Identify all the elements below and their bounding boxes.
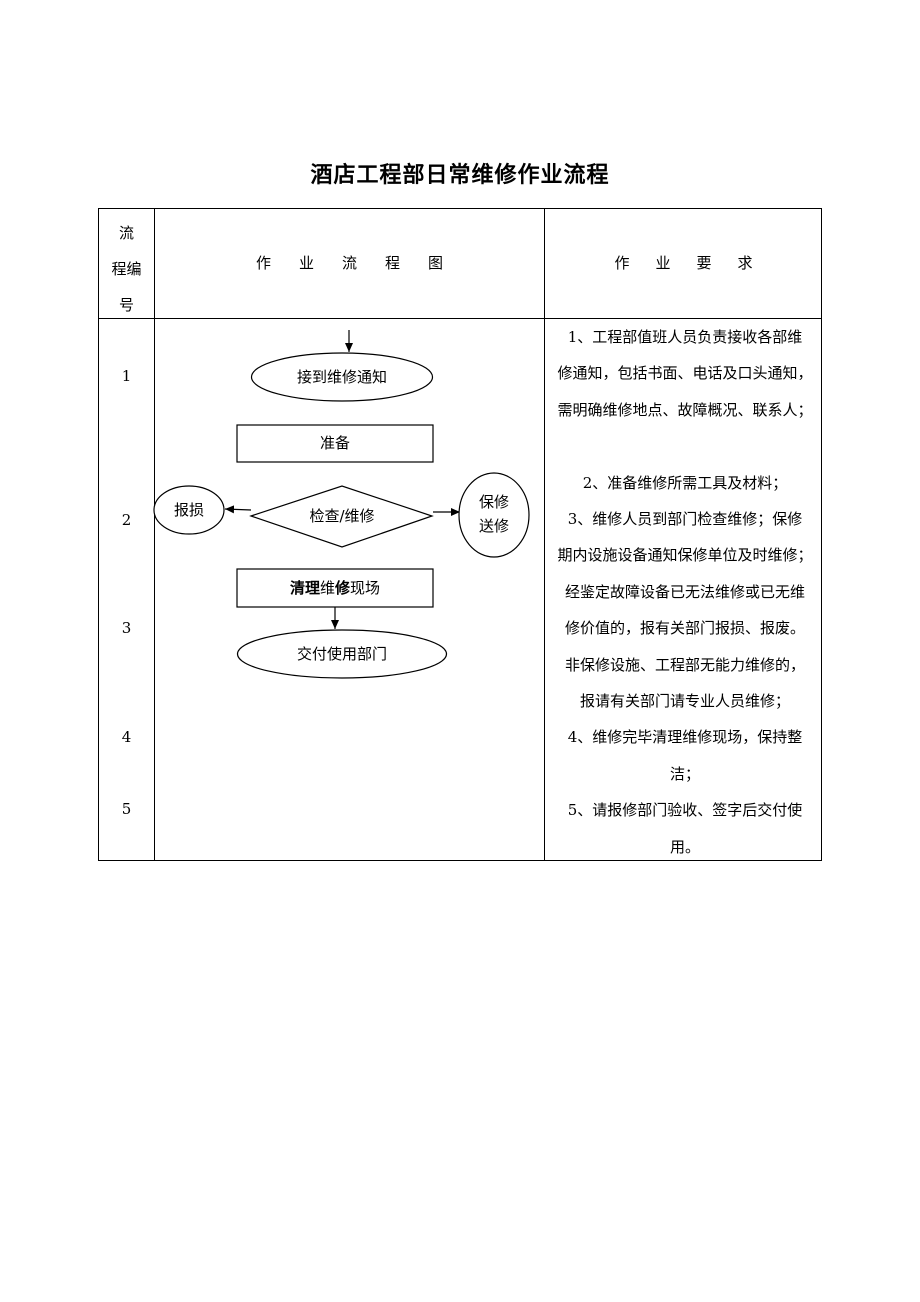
- prepare-node: [236, 424, 434, 463]
- report-loss-node: [153, 485, 225, 535]
- header-number-line: 号: [118, 296, 134, 314]
- clean-site-label: 清理维修现场: [290, 579, 380, 597]
- receive-notice-node: [250, 352, 434, 402]
- inspect-repair-node: [249, 485, 434, 548]
- requirement-line: 报请有关部门请专业人员维修；: [579, 692, 790, 711]
- step-number: 3: [121, 619, 132, 637]
- header-flowchart: 作业流程图: [255, 254, 471, 272]
- step-number: 5: [121, 800, 132, 818]
- clean-site-node: [236, 568, 434, 608]
- column-divider: [544, 209, 545, 860]
- requirement-line: 经鉴定故障设备已无法维修或已无维: [564, 582, 805, 601]
- requirement-line: 修通知，包括书面、电话及口头通知，: [557, 364, 813, 383]
- warranty-label-line1: 保修: [479, 493, 509, 511]
- process-table: 流 程编 号 作业流程图 作业要求 1 2 3 4 5 1、工程部值班人员负责接…: [98, 208, 822, 861]
- requirement-line: 需明确维修地点、故障概况、联系人；: [557, 400, 813, 419]
- header-requirements: 作业要求: [614, 254, 779, 272]
- step-number: 2: [121, 511, 132, 529]
- requirement-line: 非保修设施、工程部无能力维修的，: [564, 655, 805, 674]
- arrow-to-report-loss: [224, 505, 252, 514]
- warranty-repair-node: [458, 472, 530, 558]
- deliver-node: [236, 629, 448, 679]
- requirement-line: 用。: [669, 837, 700, 856]
- page-title: 酒店工程部日常维修作业流程: [310, 163, 610, 188]
- requirement-line: 修价值的，报有关部门报损、报废。: [564, 619, 805, 638]
- clean-site-label-part: 修: [334, 579, 351, 597]
- header-number-line: 流: [118, 224, 134, 242]
- header-number-line: 程编: [111, 260, 142, 278]
- report-loss-label: 报损: [174, 501, 204, 519]
- clean-site-label-part: 现场: [350, 579, 380, 597]
- step-number: 4: [121, 728, 132, 746]
- requirement-line: 3、维修人员到部门检查维修；保修: [567, 510, 803, 529]
- warranty-label-line2: 送修: [479, 517, 509, 535]
- requirements-text: 1、工程部值班人员负责接收各部维 修通知，包括书面、电话及口头通知， 需明确维修…: [549, 319, 821, 865]
- column-divider: [154, 209, 155, 860]
- requirement-line: 洁；: [669, 764, 700, 783]
- header-divider: [99, 318, 821, 319]
- requirement-line: 5、请报修部门验收、签字后交付使: [567, 801, 803, 820]
- flowchart: 接到维修通知 准备 检查/维修 报损 保修 送修 清理维修现场 交付使用部门: [153, 330, 530, 679]
- requirement-line: 期内设施设备通知保修单位及时维修；: [557, 546, 813, 565]
- receive-notice-label: 接到维修通知: [297, 368, 387, 386]
- prepare-label: 准备: [320, 434, 350, 452]
- requirement-line: 1、工程部值班人员负责接收各部维: [567, 328, 803, 346]
- clean-site-label-part: 清理: [290, 579, 320, 597]
- requirement-line: 2、准备维修所需工具及材料；: [582, 473, 788, 492]
- requirement-line: 4、维修完毕清理维修现场，保持整: [567, 728, 803, 747]
- inspect-repair-label: 检查/维修: [309, 507, 374, 525]
- header-number: 流 程编 号: [99, 215, 154, 323]
- deliver-label: 交付使用部门: [297, 645, 387, 663]
- step-number: 1: [121, 367, 132, 385]
- clean-site-label-part: 维: [320, 579, 335, 597]
